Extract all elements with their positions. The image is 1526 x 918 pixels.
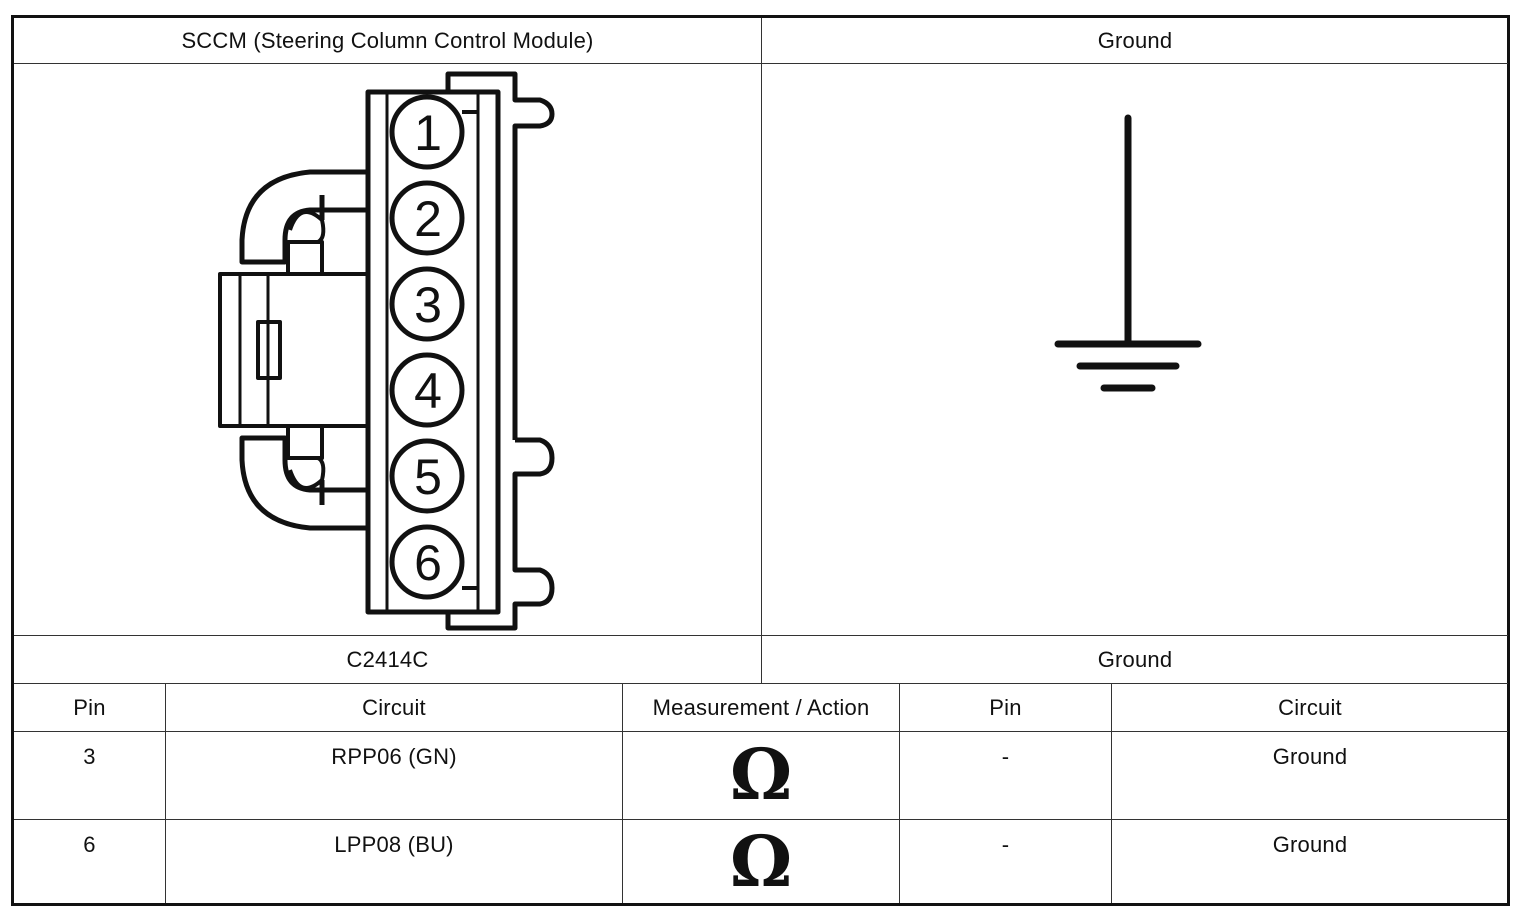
row2-pin: 6 xyxy=(83,832,96,857)
col-header-circuit: Circuit xyxy=(362,694,426,720)
rule-col1 xyxy=(165,683,166,903)
row2-circuit: LPP08 (BU) xyxy=(334,832,454,857)
pin-label-2: 2 xyxy=(414,191,442,247)
rule-row1-bottom xyxy=(14,819,1508,820)
header-left-title: SCCM (Steering Column Control Module) xyxy=(181,27,594,53)
rule-col3 xyxy=(899,683,900,903)
connector-pins xyxy=(389,94,465,600)
col-header-pin-2: Pin xyxy=(989,694,1022,720)
col-header-pin: Pin xyxy=(73,694,106,720)
connector-id-label: C2414C xyxy=(346,646,429,672)
rule-colheads-bottom xyxy=(14,731,1508,732)
rule-middle xyxy=(761,18,762,683)
ground-symbol-icon xyxy=(1054,114,1202,392)
row2-circuit-2: Ground xyxy=(1272,832,1348,857)
row2-pin-2: - xyxy=(1001,832,1010,857)
pin-label-5: 5 xyxy=(414,449,442,505)
ohm-icon: Ω xyxy=(729,733,793,816)
table-frame xyxy=(11,15,1510,906)
pin-label-1: 1 xyxy=(414,105,442,161)
col-header-circuit-2: Circuit xyxy=(1278,694,1342,720)
col-header-measurement: Measurement / Action xyxy=(652,694,870,720)
pin-label-6: 6 xyxy=(414,535,442,591)
header-right-title: Ground xyxy=(1097,27,1173,53)
ground-label: Ground xyxy=(1097,646,1173,672)
rule-col4 xyxy=(1111,683,1112,903)
row1-circuit-2: Ground xyxy=(1272,744,1348,769)
connector-diagram: 1 2 3 4 5 6 xyxy=(218,71,555,631)
rule-col2 xyxy=(622,683,623,903)
row1-circuit: RPP06 (GN) xyxy=(331,744,457,769)
pin-label-3: 3 xyxy=(414,277,442,333)
ohm-icon: Ω xyxy=(729,820,793,903)
rule-labels-bottom xyxy=(14,683,1508,684)
row1-pin-2: - xyxy=(1001,744,1010,769)
pin-label-4: 4 xyxy=(414,363,442,419)
row1-pin: 3 xyxy=(83,744,96,769)
